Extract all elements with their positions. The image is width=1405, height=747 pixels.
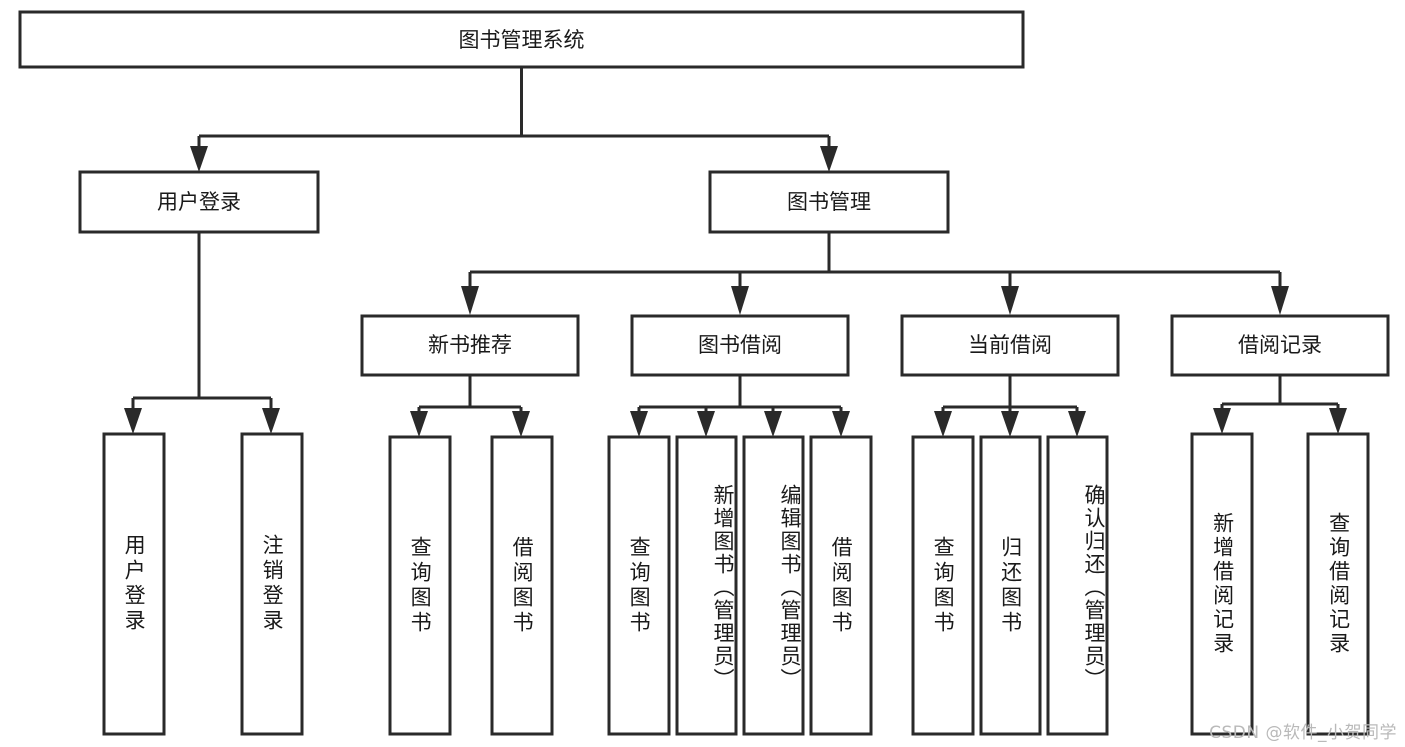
connectors-book-borrow-to-leaves xyxy=(630,375,850,437)
connectors-current-borrow-to-leaves xyxy=(934,375,1086,437)
leaf-br-add-record-box[interactable] xyxy=(1190,432,1254,736)
node-book-borrow-label: 图书借阅 xyxy=(698,333,782,357)
arrowhead-current-borrow xyxy=(1001,286,1019,315)
arrowhead-leaf-br-query xyxy=(1329,408,1347,434)
leaf-bb-add-book-box[interactable] xyxy=(675,435,738,736)
node-current-borrow-label: 当前借阅 xyxy=(968,333,1052,357)
leaf-br-query-record[interactable] xyxy=(1306,432,1370,736)
node-new-book-recommend-label: 新书推荐 xyxy=(428,333,512,357)
node-current-borrow-box[interactable] xyxy=(900,314,1120,377)
leaf-bb-query-book-box[interactable] xyxy=(607,435,671,736)
node-root-system[interactable]: 图书管理系统 xyxy=(18,10,1025,69)
node-book-borrow[interactable]: 图书借阅 xyxy=(630,314,850,377)
node-root-system-box[interactable] xyxy=(18,10,1025,69)
arrowhead-leaf-bb-borrow xyxy=(832,411,850,437)
arrowhead-book-mgmt xyxy=(820,146,838,172)
arrowhead-leaf-br-add xyxy=(1213,408,1231,434)
leaf-bb-edit-book[interactable] xyxy=(742,435,805,736)
node-user-login-box[interactable] xyxy=(78,170,320,234)
arrowhead-new-book xyxy=(461,286,479,315)
leaf-cb-return-book-box[interactable] xyxy=(979,435,1042,736)
leaf-cb-confirm-return-box[interactable] xyxy=(1046,435,1109,736)
arrowhead-leaf-cb-query xyxy=(934,411,952,437)
arrowhead-leaf-cb-confirm xyxy=(1068,411,1086,437)
leaf-nb-borrow-book[interactable] xyxy=(490,435,554,736)
node-user-login[interactable]: 用户登录 xyxy=(78,170,320,234)
connectors-book-mgmt-to-level3 xyxy=(461,232,1289,315)
leaf-logout[interactable] xyxy=(240,432,304,736)
node-borrow-record-box[interactable] xyxy=(1170,314,1390,377)
arrowhead-leaf-bb-edit xyxy=(764,411,782,437)
node-new-book-recommend[interactable]: 新书推荐 xyxy=(360,314,580,377)
connectors-user-login-to-leaves xyxy=(124,232,280,434)
arrowhead-leaf-nb-borrow xyxy=(512,411,530,437)
leaf-cb-query-book[interactable] xyxy=(911,435,975,736)
arrowhead-user-login xyxy=(190,146,208,172)
leaf-user-login[interactable] xyxy=(102,432,166,736)
arrowhead-book-borrow xyxy=(731,286,749,315)
arrowhead-leaf-user-login xyxy=(124,408,142,434)
leaf-bb-borrow-book-box[interactable] xyxy=(809,435,873,736)
connectors-new-book-to-leaves xyxy=(410,375,530,437)
arrowhead-leaf-nb-query xyxy=(410,411,428,437)
node-new-book-recommend-box[interactable] xyxy=(360,314,580,377)
leaf-bb-borrow-book[interactable] xyxy=(809,435,873,736)
node-book-borrow-box[interactable] xyxy=(630,314,850,377)
node-root-system-label: 图书管理系统 xyxy=(459,28,585,52)
node-book-management[interactable]: 图书管理 xyxy=(708,170,950,234)
arrowhead-leaf-bb-add xyxy=(697,411,715,437)
node-borrow-record-label: 借阅记录 xyxy=(1238,333,1322,357)
leaf-bb-add-book[interactable] xyxy=(675,435,738,736)
connectors-root-to-level2 xyxy=(190,67,838,172)
arrowhead-leaf-cb-return xyxy=(1001,411,1019,437)
leaf-br-query-record-box[interactable] xyxy=(1306,432,1370,736)
leaf-cb-query-book-box[interactable] xyxy=(911,435,975,736)
arrowhead-borrow-record xyxy=(1271,286,1289,315)
connectors-borrow-record-to-leaves xyxy=(1213,375,1347,434)
node-current-borrow[interactable]: 当前借阅 xyxy=(900,314,1120,377)
leaf-nb-borrow-book-box[interactable] xyxy=(490,435,554,736)
csdn-watermark: CSDN @软件_小贺同学 xyxy=(1209,723,1397,743)
node-book-management-box[interactable] xyxy=(708,170,950,234)
leaf-cb-return-book[interactable] xyxy=(979,435,1042,736)
leaf-bb-edit-book-box[interactable] xyxy=(742,435,805,736)
leaf-nb-query-book[interactable] xyxy=(388,435,452,736)
node-borrow-record[interactable]: 借阅记录 xyxy=(1170,314,1390,377)
node-user-login-label: 用户登录 xyxy=(157,190,241,214)
leaf-logout-box[interactable] xyxy=(240,432,304,736)
arrowhead-leaf-bb-query xyxy=(630,411,648,437)
leaf-cb-confirm-return[interactable] xyxy=(1046,435,1109,736)
leaf-br-add-record[interactable] xyxy=(1190,432,1254,736)
node-book-management-label: 图书管理 xyxy=(787,190,871,214)
leaf-user-login-box[interactable] xyxy=(102,432,166,736)
arrowhead-leaf-logout xyxy=(262,408,280,434)
leaf-nb-query-book-box[interactable] xyxy=(388,435,452,736)
leaf-bb-query-book[interactable] xyxy=(607,435,671,736)
